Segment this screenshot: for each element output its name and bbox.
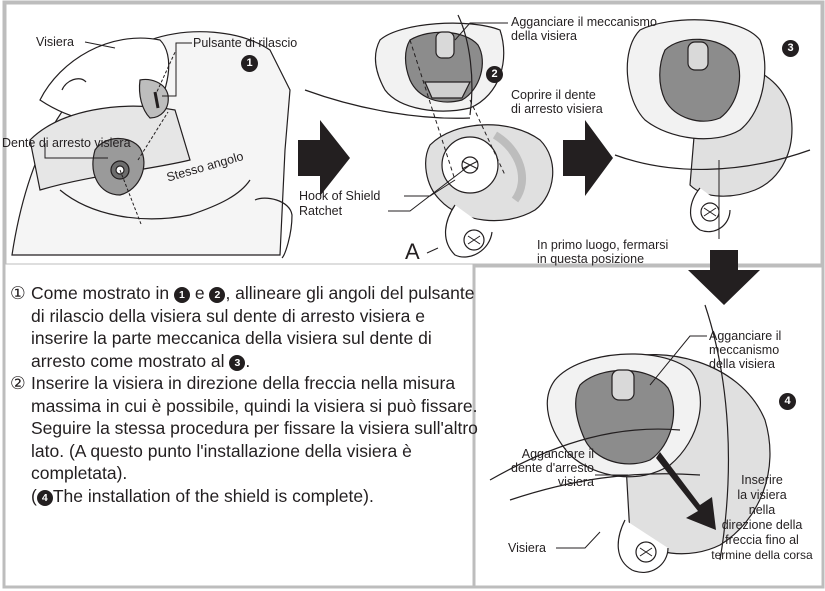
label-primo-luogo-1: In primo luogo, fermarsi [537, 238, 669, 252]
instructions: ① Come mostrato in 1 e 2, allineare gli … [10, 282, 480, 507]
inline-badge-1: 1 [173, 287, 190, 303]
label-visiera: Visiera [36, 35, 74, 49]
step-number-2: ② [10, 373, 26, 393]
label-meccanismo: meccanismo [709, 343, 780, 357]
step-badge-4: 4 [779, 393, 796, 410]
label-dente-di-arresto: Dente di arresto visiera [2, 136, 131, 150]
label-visiera-bottom: Visiera [508, 541, 546, 555]
shield-mechanism-final [489, 304, 771, 573]
inline-badge-3: 3 [229, 354, 246, 371]
label-agganciare-meccanismo-2: della visiera [511, 29, 578, 43]
step-badge-1: 1 [241, 55, 258, 72]
label-a: A [405, 239, 420, 264]
step1-text-d: . [245, 350, 251, 371]
label-coprire-1: Coprire il dente [511, 88, 596, 102]
label-inserire-6: termine della corsa [711, 548, 813, 562]
shield-mechanism-first-position [614, 19, 811, 233]
label-agganciare-dente-1: Agganciare il [521, 447, 594, 461]
inline-badge-4: 4 [36, 489, 53, 506]
label-primo-luogo-2: in questa posizione [537, 252, 645, 266]
label-agganciare-dente-3: visiera [557, 475, 594, 489]
note-open-paren: ( [31, 485, 37, 506]
label-inserire-1: Inserire [741, 473, 783, 487]
instruction-step-2: ② Inserire la visiera in direzione della… [10, 372, 480, 485]
step4-panel-frame [472, 264, 825, 589]
step-number-1: ① [10, 283, 26, 303]
label-inserire-5: freccia fino al [725, 533, 799, 547]
top-panel-inner [5, 3, 822, 265]
label-agganciare-dente-2: dente d'arresto [511, 461, 594, 475]
label-della-visiera: della visiera [709, 357, 776, 371]
label-ratchet: Ratchet [299, 204, 343, 218]
note-text: The installation of the shield is comple… [52, 485, 374, 506]
flow-arrow-2 [563, 120, 613, 196]
step2-text: Inserire la visiera in direzione della f… [31, 373, 478, 483]
inline-badge-2: 2 [209, 287, 226, 303]
step1-text-a: Come mostrato in [31, 283, 174, 303]
flow-arrow-1 [298, 120, 350, 196]
label-inserire-2: la visiera [737, 488, 787, 502]
flow-arrow-down [688, 250, 760, 305]
label-pulsante-di-rilascio: Pulsante di rilascio [193, 36, 298, 50]
insert-direction-arrow [656, 452, 716, 530]
label-agganciare-il: Agganciare il [709, 329, 782, 343]
step-badge-3: 3 [782, 40, 799, 57]
step-badge-2: 2 [486, 66, 503, 83]
label-inserire-4: direzione della [721, 518, 803, 532]
label-inserire-3: nella [748, 503, 776, 517]
label-coprire-2: di arresto visiera [511, 102, 603, 116]
step1-text-e: e [189, 283, 210, 303]
step1-text-c: , allineare gli angoli del pulsante di r… [31, 283, 475, 371]
instruction-step-1: ① Come mostrato in 1 e 2, allineare gli … [10, 282, 480, 372]
label-agganciare-meccanismo-1: Agganciare il meccanismo [511, 15, 657, 29]
helmet-illustration [11, 31, 293, 259]
shield-mechanism-exploded [304, 14, 554, 258]
label-hook-of-shield: Hook of Shield [299, 189, 381, 203]
